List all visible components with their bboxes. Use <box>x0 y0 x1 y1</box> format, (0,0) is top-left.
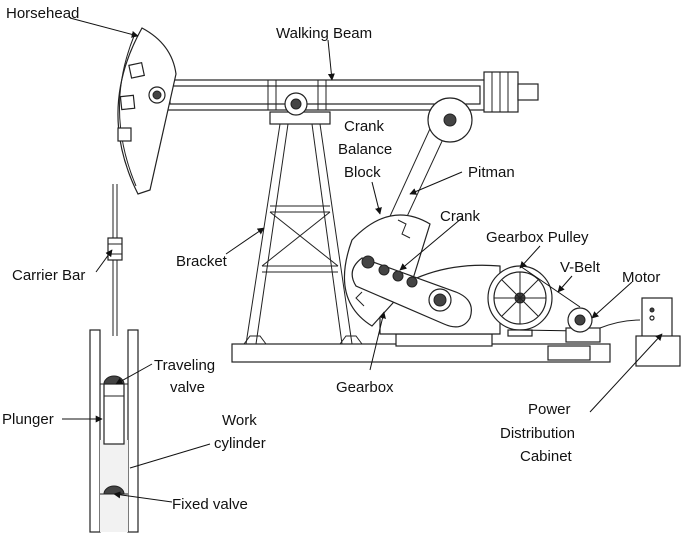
label-power-cabinet-line1: Power <box>528 401 571 418</box>
horsehead-part <box>117 27 177 195</box>
base-skid <box>231 333 611 363</box>
motor-part <box>565 307 641 343</box>
label-horsehead: Horsehead <box>6 5 79 22</box>
bracket-tower <box>245 111 353 345</box>
label-traveling-valve-line2: valve <box>170 379 205 396</box>
label-pitman: Pitman <box>468 164 515 181</box>
label-power-cabinet-line2: Distribution <box>500 425 575 442</box>
gearbox-pulley-part <box>487 265 553 337</box>
label-power-cabinet-line3: Cabinet <box>520 448 573 465</box>
label-walking-beam: Walking Beam <box>276 25 372 42</box>
work-cylinder-part <box>89 329 139 533</box>
label-carrier-bar: Carrier Bar <box>12 267 85 284</box>
walking-beam <box>159 71 539 116</box>
label-gearbox: Gearbox <box>336 379 394 396</box>
label-motor: Motor <box>622 269 660 286</box>
label-v-belt: V-Belt <box>560 259 601 276</box>
labels: Horsehead Walking Beam Crank Balance Blo… <box>2 5 660 513</box>
leader-lines <box>62 17 663 503</box>
label-plunger: Plunger <box>2 411 54 428</box>
crank-arm-part <box>351 255 472 328</box>
label-crank-balance-block-line3: Block <box>344 164 381 181</box>
label-traveling-valve-line1: Traveling <box>154 357 215 374</box>
label-gearbox-pulley: Gearbox Pulley <box>486 229 589 246</box>
label-fixed-valve: Fixed valve <box>172 496 248 513</box>
label-crank-balance-block-line2: Balance <box>338 141 392 158</box>
label-crank: Crank <box>440 208 481 225</box>
label-work-cylinder-line1: Work <box>222 412 257 429</box>
power-cabinet-part <box>635 297 681 367</box>
label-bracket: Bracket <box>176 253 228 270</box>
label-crank-balance-block-line1: Crank <box>344 118 385 135</box>
label-work-cylinder-line2: cylinder <box>214 435 266 452</box>
polished-rod <box>107 184 123 336</box>
